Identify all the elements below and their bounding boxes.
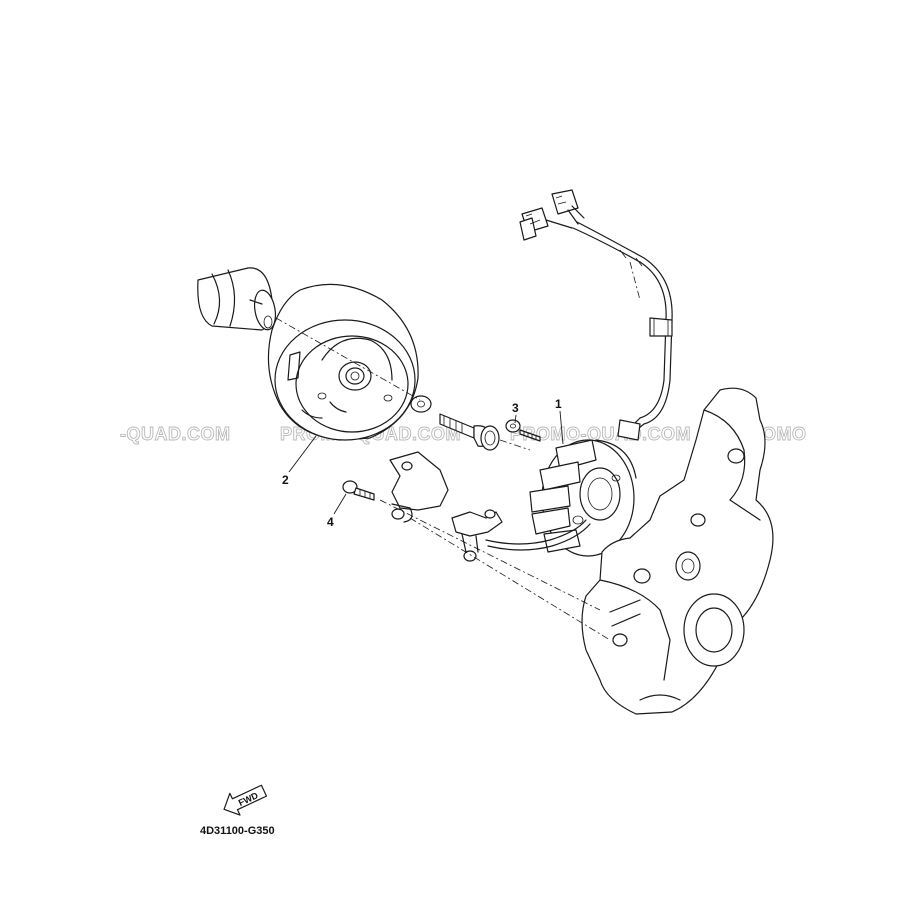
diagram-code: 4D31100-G350 bbox=[200, 825, 275, 837]
callout-number-3: 3 bbox=[512, 401, 519, 415]
crankcase bbox=[581, 387, 774, 715]
pickup-coil-bracket bbox=[389, 451, 449, 523]
stator bbox=[529, 439, 637, 557]
watermark-text-1: -QUAD.COM bbox=[120, 424, 231, 444]
callout-4: 4 bbox=[327, 493, 347, 529]
callout-number-2: 2 bbox=[282, 473, 289, 487]
screw bbox=[342, 480, 375, 501]
alignment-lines bbox=[275, 261, 641, 641]
watermark-text-3: PROMO-QUAD.COM bbox=[510, 424, 691, 444]
connector-lower bbox=[519, 207, 573, 241]
callout-number-1: 1 bbox=[555, 397, 562, 411]
fwd-arrow-icon: FWD bbox=[223, 784, 268, 816]
wiring-harness bbox=[485, 189, 673, 551]
callout-3: 3 bbox=[512, 401, 519, 424]
callout-number-4: 4 bbox=[327, 515, 334, 529]
washer bbox=[410, 395, 432, 413]
flywheel-rotor bbox=[267, 283, 419, 441]
crankshaft-end bbox=[197, 267, 277, 331]
rotor-bolt bbox=[439, 413, 500, 451]
connector-upper bbox=[551, 189, 585, 225]
callout-2: 2 bbox=[282, 435, 317, 487]
pickup-coil bbox=[451, 509, 503, 562]
callout-1: 1 bbox=[555, 397, 564, 445]
washer-bolt bbox=[505, 419, 541, 442]
